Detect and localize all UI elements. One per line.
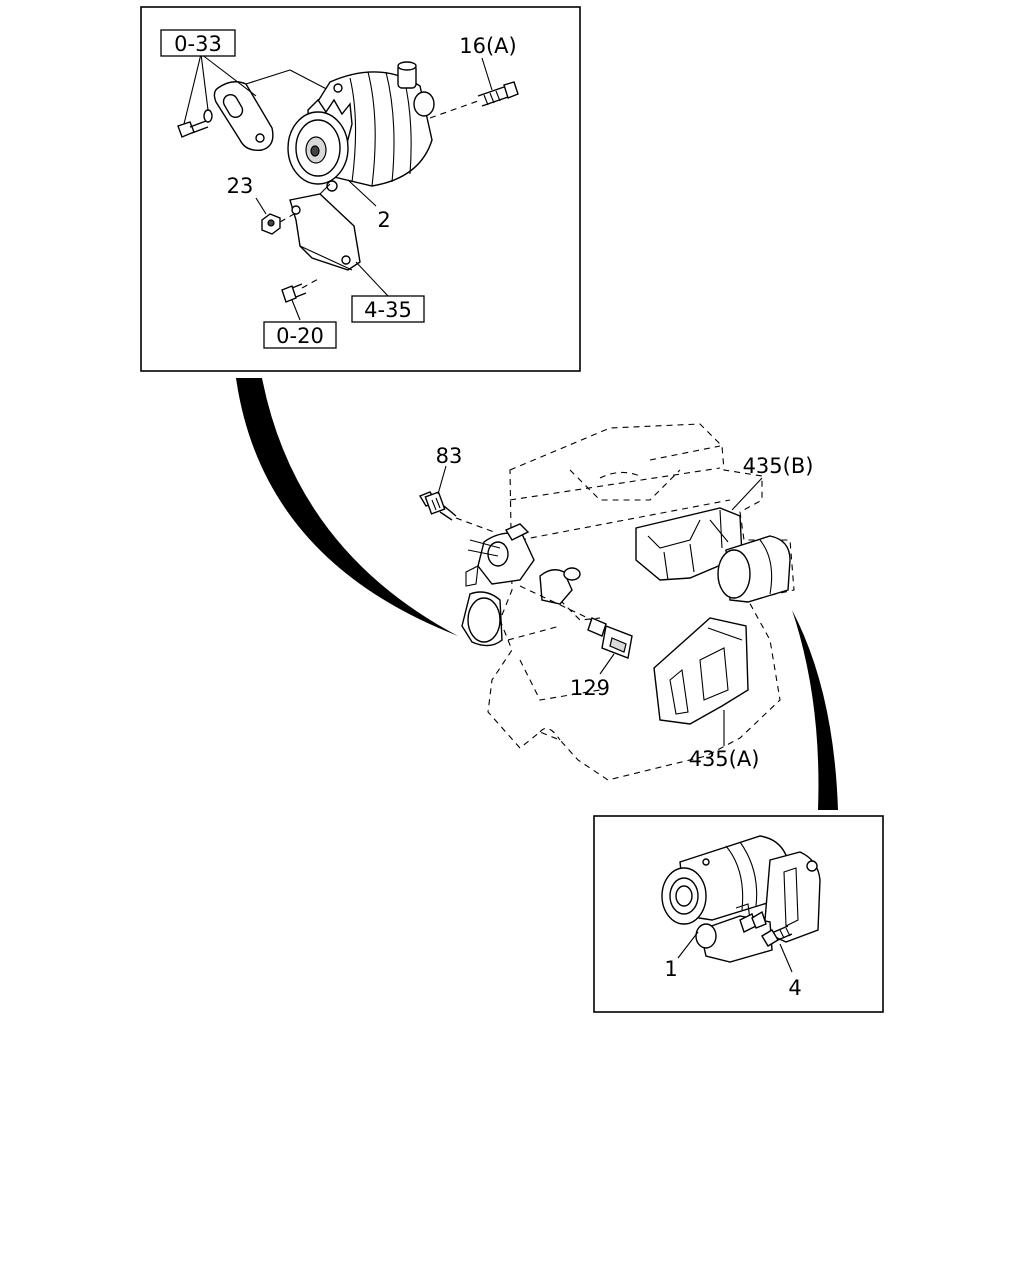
label-0-20: 0-20 xyxy=(276,324,324,348)
sensor-129 xyxy=(519,585,633,675)
starter-bolt xyxy=(761,925,793,947)
alternator-detail-panel: 0-33 16(A) 23 2 4-35 0-20 xyxy=(140,6,581,372)
label-23: 23 xyxy=(227,174,254,198)
ref-box-4-35 xyxy=(351,295,425,323)
engine-block xyxy=(461,423,795,781)
heat-shield-a xyxy=(653,617,749,746)
starter-detail-frame xyxy=(593,815,884,1013)
label-1: 1 xyxy=(664,957,677,981)
mounting-nut xyxy=(261,213,295,235)
lower-bolt xyxy=(281,277,321,303)
leader-4 xyxy=(779,943,793,973)
through-bolt xyxy=(429,81,519,119)
starter-detail-panel: 1 4 xyxy=(593,815,884,1013)
bracket-bolt xyxy=(177,109,213,138)
label-435a: 435(A) xyxy=(689,747,760,771)
label-16a: 16(A) xyxy=(459,34,516,58)
callout-arrow-starter xyxy=(792,610,838,810)
ref-box-0-20 xyxy=(263,321,337,349)
leader-1 xyxy=(677,931,699,959)
alternator xyxy=(287,61,435,192)
starter-motor xyxy=(661,835,821,963)
label-2: 2 xyxy=(377,208,390,232)
label-0-33: 0-33 xyxy=(174,32,222,56)
starter-on-engine xyxy=(717,535,791,603)
alternator-leaders xyxy=(183,53,493,321)
label-4: 4 xyxy=(788,976,801,1000)
label-83: 83 xyxy=(436,444,463,468)
ref-box-0-33 xyxy=(160,29,236,57)
label-129: 129 xyxy=(570,676,610,700)
label-4-35: 4-35 xyxy=(364,298,412,322)
label-435b: 435(B) xyxy=(743,454,814,478)
sensor-83 xyxy=(418,465,495,533)
callout-arrow-alternator xyxy=(236,378,458,636)
heat-shield-b xyxy=(635,477,763,581)
alternator-detail-frame xyxy=(140,6,581,372)
lower-bracket xyxy=(289,183,361,271)
